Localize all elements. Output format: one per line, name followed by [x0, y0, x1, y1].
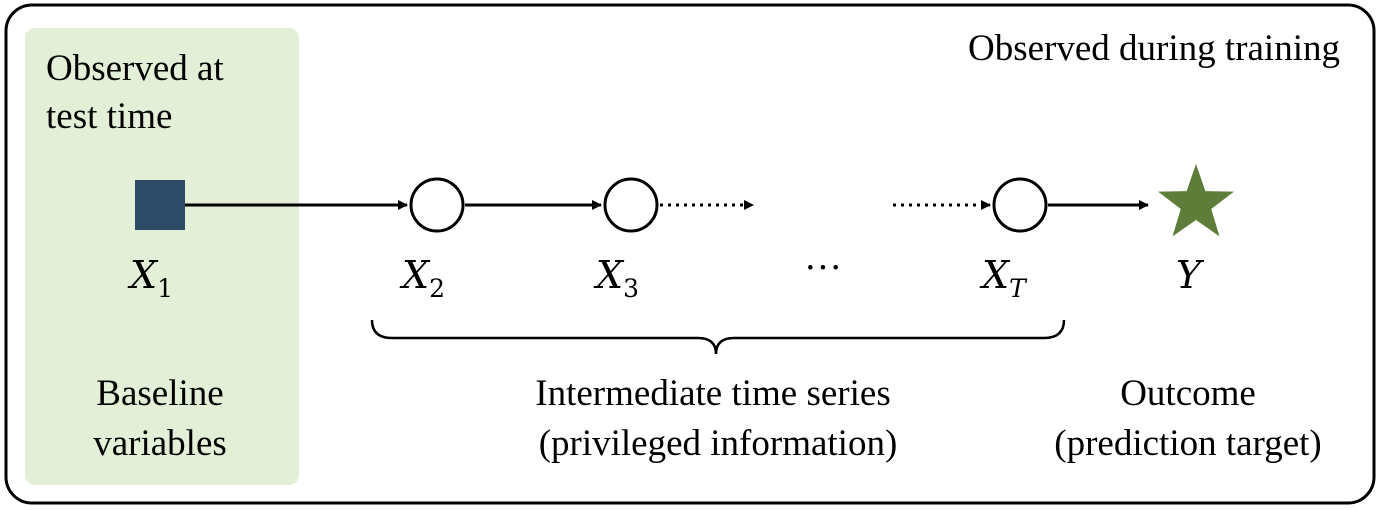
intermediate-caption-line1: Intermediate time series [535, 373, 890, 414]
test-region-title-line1: Observed at [46, 48, 224, 89]
training-panel-title: Observed during training [968, 28, 1340, 69]
training-panel-border [4, 3, 1376, 505]
x1-node-square [135, 180, 185, 230]
intermediate-brace [370, 319, 1066, 355]
ellipsis-label: ··· [804, 247, 842, 289]
xt-label: XT [979, 253, 1028, 303]
baseline-caption-line2: variables [93, 423, 227, 464]
outcome-caption-line1: Outcome [1120, 373, 1256, 414]
y-label: Y [1176, 253, 1205, 297]
xt-node-circle [992, 177, 1048, 233]
x3-node-circle [603, 177, 659, 233]
test-time-region [25, 28, 299, 485]
y-node-star [1158, 164, 1234, 237]
x2-label: X2 [399, 253, 445, 303]
x2-node-circle [409, 177, 465, 233]
x1-label: X1 [127, 253, 173, 303]
x3-label: X3 [593, 253, 639, 303]
test-region-title-line2: test time [46, 96, 172, 137]
intermediate-caption-line2: (privileged information) [539, 423, 898, 464]
outcome-caption-line2: (prediction target) [1054, 423, 1321, 464]
baseline-caption-line1: Baseline [96, 373, 223, 414]
